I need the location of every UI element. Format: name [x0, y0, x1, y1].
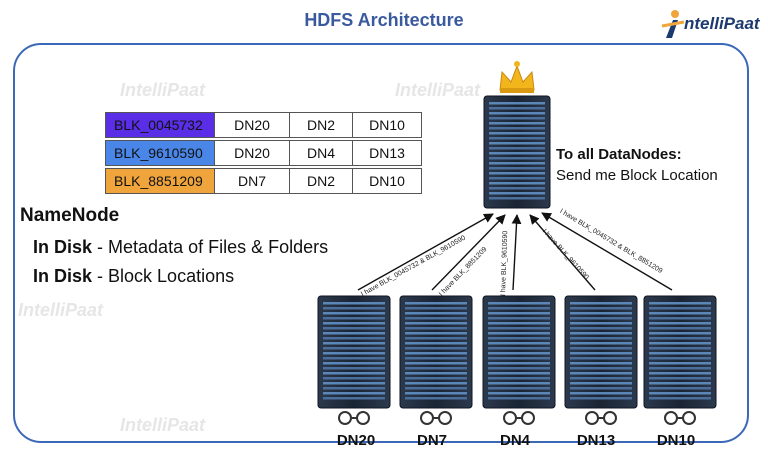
datanode-label: DN4: [499, 432, 530, 449]
report-arrow: [431, 214, 506, 291]
node-cell: DN7: [214, 168, 290, 194]
datanode-label: DN13: [576, 432, 616, 449]
report-arrow: [541, 212, 673, 291]
block-id-cell: BLK_8851209: [105, 168, 215, 194]
datanode-label: DN7: [416, 432, 447, 449]
datanode-server-icon: [482, 295, 556, 409]
watermark: IntelliPaat: [120, 415, 206, 435]
datanode-label: DN20: [336, 432, 376, 449]
handcuffs-icon: [503, 411, 535, 425]
watermark: IntelliPaat: [395, 80, 481, 100]
disk-label: In Disk: [33, 237, 93, 257]
node-cell: DN2: [289, 168, 353, 194]
node-cell: DN10: [352, 112, 422, 138]
table-row: BLK_0045732 DN20 DN2 DN10: [105, 112, 422, 138]
disk-description: - Block Locations: [92, 266, 235, 286]
node-cell: DN10: [352, 168, 422, 194]
datanode-server-icon: [317, 295, 391, 409]
watermark: IntelliPaat: [120, 80, 206, 100]
intellipaat-logo: [658, 8, 762, 42]
namenode-title: NameNode: [20, 205, 120, 226]
logo-figure-icon: [661, 10, 685, 38]
namenode-blocks-line: In Disk - Block Locations: [33, 266, 234, 287]
page-title: HDFS Architecture: [304, 10, 464, 30]
block-id-cell: BLK_0045732: [105, 112, 215, 138]
node-cell: DN4: [289, 140, 353, 166]
broadcast-heading: To all DataNodes:: [556, 146, 682, 163]
report-arrow: [357, 213, 494, 291]
datanode-label: DN10: [656, 432, 696, 449]
table-row: BLK_9610590 DN20 DN4 DN13: [105, 140, 422, 166]
disk-label: In Disk: [33, 266, 93, 286]
diagram-frame: [13, 43, 749, 443]
node-cell: DN2: [289, 112, 353, 138]
table-row: BLK_8851209 DN7 DN2 DN10: [105, 168, 422, 194]
report-arrow: [511, 214, 522, 291]
block-id-cell: BLK_9610590: [105, 140, 215, 166]
handcuffs-icon: [338, 411, 370, 425]
crown-icon: [499, 61, 535, 93]
handcuffs-icon: [664, 411, 696, 425]
namenode-metadata-line: In Disk - Metadata of Files & Folders: [33, 237, 328, 258]
node-cell: DN13: [352, 140, 422, 166]
report-arrow: [529, 214, 596, 291]
watermark: IntelliPaat: [18, 300, 104, 320]
datanode-server-icon: [564, 295, 638, 409]
node-cell: DN20: [214, 112, 290, 138]
node-cell: DN20: [214, 140, 290, 166]
datanode-server-icon: [643, 295, 717, 409]
disk-description: - Metadata of Files & Folders: [92, 237, 329, 257]
datanode-server-icon: [399, 295, 473, 409]
handcuffs-icon: [420, 411, 452, 425]
namenode-server-icon: [483, 95, 551, 209]
block-location-table: BLK_0045732 DN20 DN2 DN10 BLK_9610590 DN…: [105, 112, 422, 194]
handcuffs-icon: [585, 411, 617, 425]
broadcast-message: Send me Block Location: [556, 167, 718, 184]
logo-text: ntelliPaat: [684, 14, 760, 33]
